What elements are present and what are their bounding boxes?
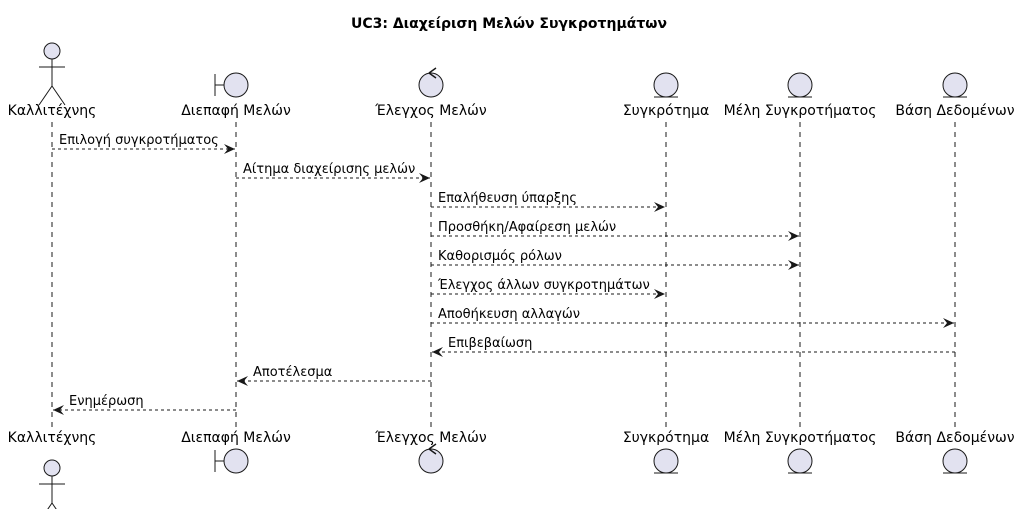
participant-artist-top: Καλλιτέχνης <box>8 42 97 119</box>
participant-ctrl-top: Έλεγχος Μελών <box>374 67 487 119</box>
participant-label: Καλλιτέχνης <box>8 430 97 446</box>
participant-label: Βάση Δεδομένων <box>895 430 1014 446</box>
actor-icon <box>38 42 66 106</box>
lifelines <box>51 122 956 432</box>
control-icon <box>418 443 444 474</box>
message: Αίτημα διαχείρισης μελών <box>236 162 430 183</box>
participant-members-bottom: Μέλη Συγκροτήματος <box>724 430 877 474</box>
participant-label: Συγκρότημα <box>623 103 709 119</box>
participant-label: Έλεγχος Μελών <box>374 430 487 446</box>
message-label: Επιβεβαίωση <box>448 336 532 351</box>
boundary-icon <box>214 72 249 98</box>
entity-icon <box>942 72 968 98</box>
participant-label: Μέλη Συγκροτήματος <box>724 103 877 119</box>
message-label: Αίτημα διαχείρισης μελών <box>243 162 415 177</box>
participant-band-top: Συγκρότημα <box>623 72 709 119</box>
message-label: Αποτέλεσμα <box>253 365 332 380</box>
participant-label: Μέλη Συγκροτήματος <box>724 430 877 446</box>
control-icon <box>418 67 444 98</box>
message: Επαλήθευση ύπαρξης <box>431 191 665 212</box>
boundary-icon <box>214 448 249 474</box>
message-label: Ενημέρωση <box>69 394 144 409</box>
message-label: Αποθήκευση αλλαγών <box>438 307 580 322</box>
diagram-title: UC3: Διαχείριση Μελών Συγκροτημάτων <box>351 16 667 32</box>
participant-label: Έλεγχος Μελών <box>374 103 487 119</box>
participant-ui-bottom: Διεπαφή Μελών <box>181 430 291 474</box>
message: Έλεγχος άλλων συγκροτημάτων <box>431 278 665 299</box>
participant-label: Συγκρότημα <box>623 430 709 446</box>
message: Προσθήκη/Αφαίρεση μελών <box>431 220 799 241</box>
participant-ui-top: Διεπαφή Μελών <box>181 72 291 119</box>
entity-icon <box>653 448 679 474</box>
participant-db-bottom: Βάση Δεδομένων <box>895 430 1015 474</box>
participant-label: Διεπαφή Μελών <box>181 430 291 446</box>
message-label: Έλεγχος άλλων συγκροτημάτων <box>437 278 650 293</box>
entity-icon <box>942 448 968 474</box>
message-label: Καθορισμός ρόλων <box>438 249 562 264</box>
message: Επιλογή συγκροτήματος <box>52 133 235 154</box>
participant-label: Βάση Δεδομένων <box>895 103 1014 119</box>
message-label: Προσθήκη/Αφαίρεση μελών <box>438 220 616 235</box>
entity-icon <box>787 72 813 98</box>
message: Αποθήκευση αλλαγών <box>431 307 954 328</box>
participant-ctrl-bottom: Έλεγχος Μελών <box>374 430 487 474</box>
message: Αποτέλεσμα <box>237 365 431 386</box>
message-label: Επιλογή συγκροτήματος <box>59 133 219 148</box>
participant-members-top: Μέλη Συγκροτήματος <box>724 72 877 119</box>
actor-icon <box>39 459 65 509</box>
entity-icon <box>787 448 813 474</box>
message: Καθορισμός ρόλων <box>431 249 799 270</box>
message-label: Επαλήθευση ύπαρξης <box>438 191 577 206</box>
participant-band-bottom: Συγκρότημα <box>623 430 709 474</box>
entity-icon <box>653 72 679 98</box>
participant-artist-bottom: Καλλιτέχνης <box>8 430 97 509</box>
participant-db-top: Βάση Δεδομένων <box>895 72 1015 119</box>
participant-label: Καλλιτέχνης <box>8 103 97 119</box>
participant-label: Διεπαφή Μελών <box>181 103 291 119</box>
message: Ενημέρωση <box>53 394 236 415</box>
message: Επιβεβαίωση <box>432 336 955 357</box>
